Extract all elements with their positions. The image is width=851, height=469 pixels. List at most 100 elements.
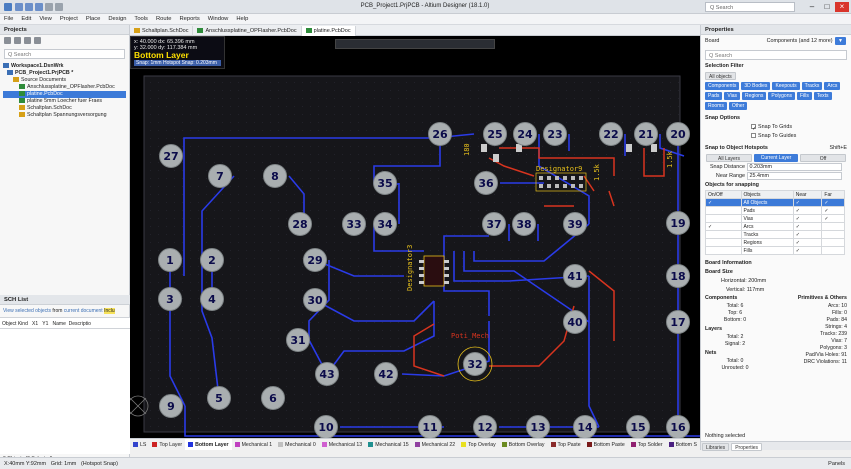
pad-34[interactable] — [373, 212, 397, 236]
pad-43[interactable] — [315, 362, 339, 386]
bottom-layer-track[interactable] — [308, 260, 330, 375]
menu-window[interactable]: Window — [207, 16, 229, 22]
snap-onoff-checkbox[interactable] — [705, 206, 742, 215]
header-pin[interactable] — [571, 184, 575, 188]
pad-40[interactable] — [563, 310, 587, 334]
snap-row[interactable]: Regions✓ — [705, 238, 845, 247]
header-pin[interactable] — [571, 176, 575, 180]
ic-pin[interactable] — [419, 267, 424, 270]
pad-35[interactable] — [373, 171, 397, 195]
folder-icon[interactable] — [24, 37, 31, 44]
header-pin[interactable] — [579, 184, 583, 188]
pad-2[interactable] — [200, 248, 224, 272]
snap-guides-checkbox[interactable] — [751, 133, 756, 139]
tab-current-layer[interactable]: Current Layer — [754, 154, 798, 162]
filter-include[interactable]: Inclu — [104, 308, 115, 314]
pad-25[interactable] — [483, 122, 507, 146]
bottom-layer-track[interactable] — [314, 259, 404, 277]
snap-far-checkbox[interactable]: ✓ — [821, 198, 845, 207]
pad-23[interactable] — [543, 122, 567, 146]
ic-pin[interactable] — [444, 274, 449, 277]
filter-texts[interactable]: Texts — [813, 92, 832, 100]
header-pin[interactable] — [555, 176, 559, 180]
menu-help[interactable]: Help — [236, 16, 249, 22]
snap-far-checkbox[interactable] — [821, 230, 845, 239]
pad-18[interactable] — [666, 264, 690, 288]
tree-item[interactable]: Workspace1.DsnWrk — [3, 63, 126, 70]
pad-5[interactable] — [207, 386, 231, 410]
tab-properties[interactable]: Properties — [731, 443, 762, 451]
layer-tab[interactable]: Bottom S — [666, 439, 700, 450]
snap-near-checkbox[interactable]: ✓ — [792, 214, 823, 223]
col-y1[interactable]: Y1 — [42, 321, 49, 327]
pad-42[interactable] — [374, 362, 398, 386]
pad-11[interactable] — [418, 415, 442, 439]
snap-row[interactable]: Fills✓ — [705, 246, 845, 255]
filter-view[interactable]: View — [3, 308, 14, 314]
filter-fills[interactable]: Fills — [796, 92, 812, 100]
settings-icon[interactable] — [34, 37, 41, 44]
tree-item[interactable]: Anschlussplatine_OPFlasher.PcbDoc — [3, 84, 126, 91]
header-pin[interactable] — [563, 176, 567, 180]
snap-onoff-checkbox[interactable] — [705, 214, 742, 223]
filter-polygons[interactable]: Polygons — [768, 92, 795, 100]
active-bar[interactable] — [335, 39, 495, 49]
top-layer-track[interactable] — [413, 323, 445, 377]
maximize-button[interactable]: □ — [824, 2, 830, 11]
resistor-pad[interactable] — [481, 144, 487, 152]
snap-distance-input[interactable]: 0.203mm — [746, 163, 842, 171]
snap-grids-checkbox[interactable]: ✓ — [751, 124, 757, 133]
redo-icon[interactable] — [55, 3, 63, 11]
pad-37[interactable] — [482, 212, 506, 236]
bottom-layer-track[interactable] — [463, 251, 590, 323]
snap-near-checkbox[interactable]: ✓ — [792, 198, 823, 207]
filter-pads[interactable]: Pads — [705, 92, 723, 100]
pad-17[interactable] — [666, 310, 690, 334]
ic-pin[interactable] — [419, 274, 424, 277]
filter-regions[interactable]: Regions — [742, 92, 767, 100]
filter-current-doc[interactable]: current document — [63, 308, 103, 314]
pad-9[interactable] — [159, 394, 183, 418]
resistor-pad[interactable] — [651, 144, 657, 152]
pad-41[interactable] — [563, 264, 587, 288]
snap-far-checkbox[interactable] — [821, 222, 845, 231]
header-pin[interactable] — [547, 176, 551, 180]
selection-filter-header[interactable]: Selection Filter — [705, 63, 744, 69]
layer-tab[interactable]: Top Solder — [628, 439, 666, 450]
bottom-layer-track[interactable] — [373, 224, 424, 252]
tree-item[interactable]: platine 5mm Loecher fuer Fraes — [3, 98, 126, 105]
pad-14[interactable] — [573, 415, 597, 439]
layer-tab[interactable]: Bottom Paste — [584, 439, 628, 450]
pad-31[interactable] — [286, 328, 310, 352]
filter-other[interactable]: Other — [728, 102, 748, 110]
layer-tab[interactable]: Mechanical 13 — [319, 439, 365, 450]
menu-reports[interactable]: Reports — [179, 16, 200, 22]
menu-project[interactable]: Project — [59, 16, 78, 22]
tab-libraries[interactable]: Libraries — [702, 443, 730, 451]
pad-15[interactable] — [626, 415, 650, 439]
pad-13[interactable] — [526, 415, 550, 439]
pad-19[interactable] — [666, 211, 690, 235]
filter-keepouts[interactable]: Keepouts — [772, 82, 800, 90]
layer-tab[interactable]: Top Layer — [149, 439, 185, 450]
tab-platine[interactable]: platine.PcbDoc — [301, 26, 356, 36]
snap-row[interactable]: Pads✓✓ — [705, 206, 845, 215]
snap-near-checkbox[interactable]: ✓ — [792, 238, 823, 247]
resistor-pad[interactable] — [626, 144, 632, 152]
pad-29[interactable] — [303, 248, 327, 272]
pad-22[interactable] — [599, 122, 623, 146]
pad-33[interactable] — [342, 212, 366, 236]
snap-onoff-checkbox[interactable] — [705, 230, 742, 239]
new-file-icon[interactable] — [15, 3, 23, 11]
filter-tracks[interactable]: Tracks — [801, 82, 823, 90]
bottom-layer-track[interactable] — [473, 223, 590, 262]
pad-24[interactable] — [513, 122, 537, 146]
snap-guides-option[interactable]: Snap To Guides — [701, 132, 851, 141]
pad-4[interactable] — [200, 287, 224, 311]
pad-39[interactable] — [563, 212, 587, 236]
pad-10[interactable] — [314, 415, 338, 439]
snap-near-checkbox[interactable]: ✓ — [792, 246, 823, 255]
bottom-layer-track[interactable] — [314, 299, 435, 322]
menu-view[interactable]: View — [39, 16, 52, 22]
tab-schaltplan[interactable]: Schaltplan.SchDoc — [130, 26, 194, 36]
